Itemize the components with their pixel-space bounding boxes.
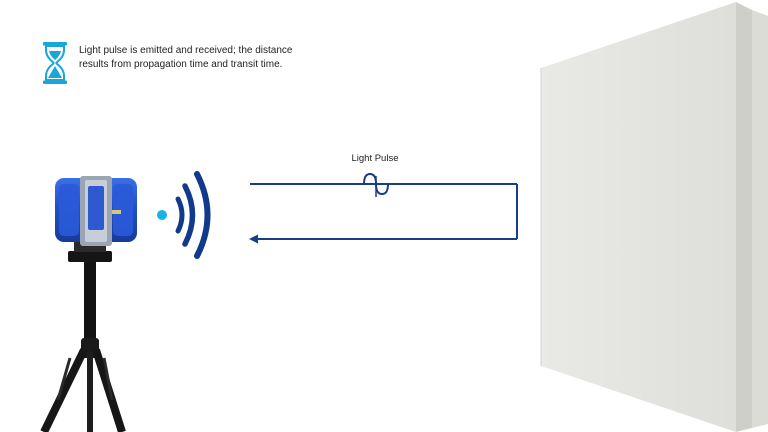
light-pulse-path xyxy=(249,172,518,244)
emitter-dot xyxy=(157,210,167,220)
hourglass-icon xyxy=(43,42,67,84)
wall xyxy=(540,2,768,432)
light-pulse-label: Light Pulse xyxy=(351,153,399,164)
signal-waves-icon xyxy=(175,171,211,259)
info-caption: Light pulse is emitted and received; the… xyxy=(79,45,293,70)
laser-scanner xyxy=(40,176,137,432)
return-arrow-head xyxy=(249,234,258,244)
